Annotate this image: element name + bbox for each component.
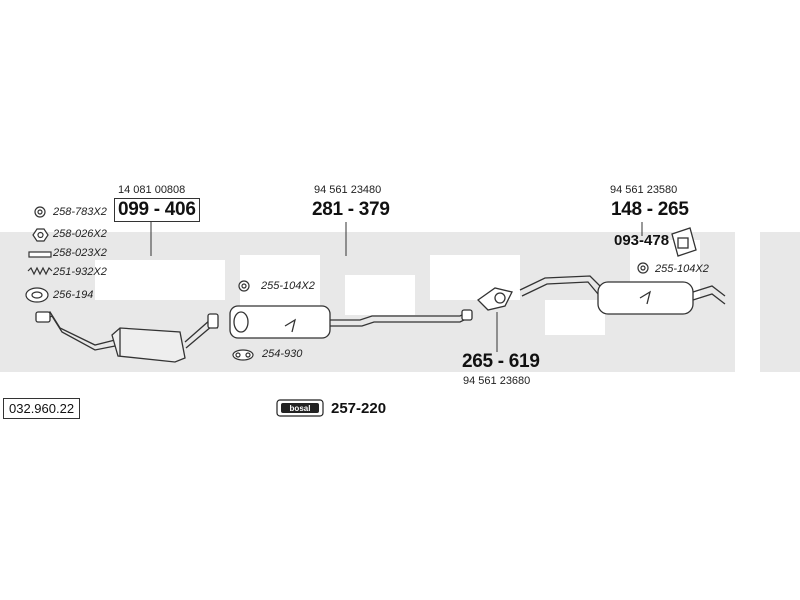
part-code-clamp: 265 - 619 <box>462 351 540 372</box>
part-code-rubber-mount: 093-478 <box>614 232 670 249</box>
small-part-label: 255-104X2 <box>655 263 709 275</box>
svg-text:bosal: bosal <box>290 404 311 413</box>
oem-number-clamp: 94 561 23680 <box>463 375 531 387</box>
reference-number: 032.960.22 <box>3 398 81 419</box>
small-part-label: 255-104X2 <box>261 280 315 292</box>
oem-number-front-silencer: 94 561 23480 <box>314 184 382 196</box>
rubber-mount <box>671 227 697 257</box>
small-hardware-icons <box>25 206 649 361</box>
part-code-rear-silencer: 148 - 265 <box>611 199 689 220</box>
catalytic-converter <box>35 311 219 363</box>
small-part-label: 258-783X2 <box>53 206 107 218</box>
small-part-label: 258-023X2 <box>53 247 107 259</box>
oem-number-catalyst: 14 081 00808 <box>118 184 186 196</box>
clamp-part <box>476 287 513 311</box>
small-part-label: 256-194 <box>53 289 94 301</box>
front-silencer <box>229 305 473 339</box>
part-code-catalyst: 099 - 406 <box>114 198 200 222</box>
small-part-label: 258-026X2 <box>53 228 107 240</box>
small-part-label: 254-930 <box>262 348 303 360</box>
part-code-mounting-kit: 257-220 <box>331 400 387 417</box>
oem-number-rear-silencer: 94 561 23580 <box>610 184 678 196</box>
leader-lines <box>150 222 643 352</box>
rear-silencer <box>519 275 726 315</box>
bosal-logo: bosal <box>276 399 324 417</box>
small-part-label: 251-932X2 <box>53 266 107 278</box>
part-code-front-silencer: 281 - 379 <box>312 199 390 220</box>
